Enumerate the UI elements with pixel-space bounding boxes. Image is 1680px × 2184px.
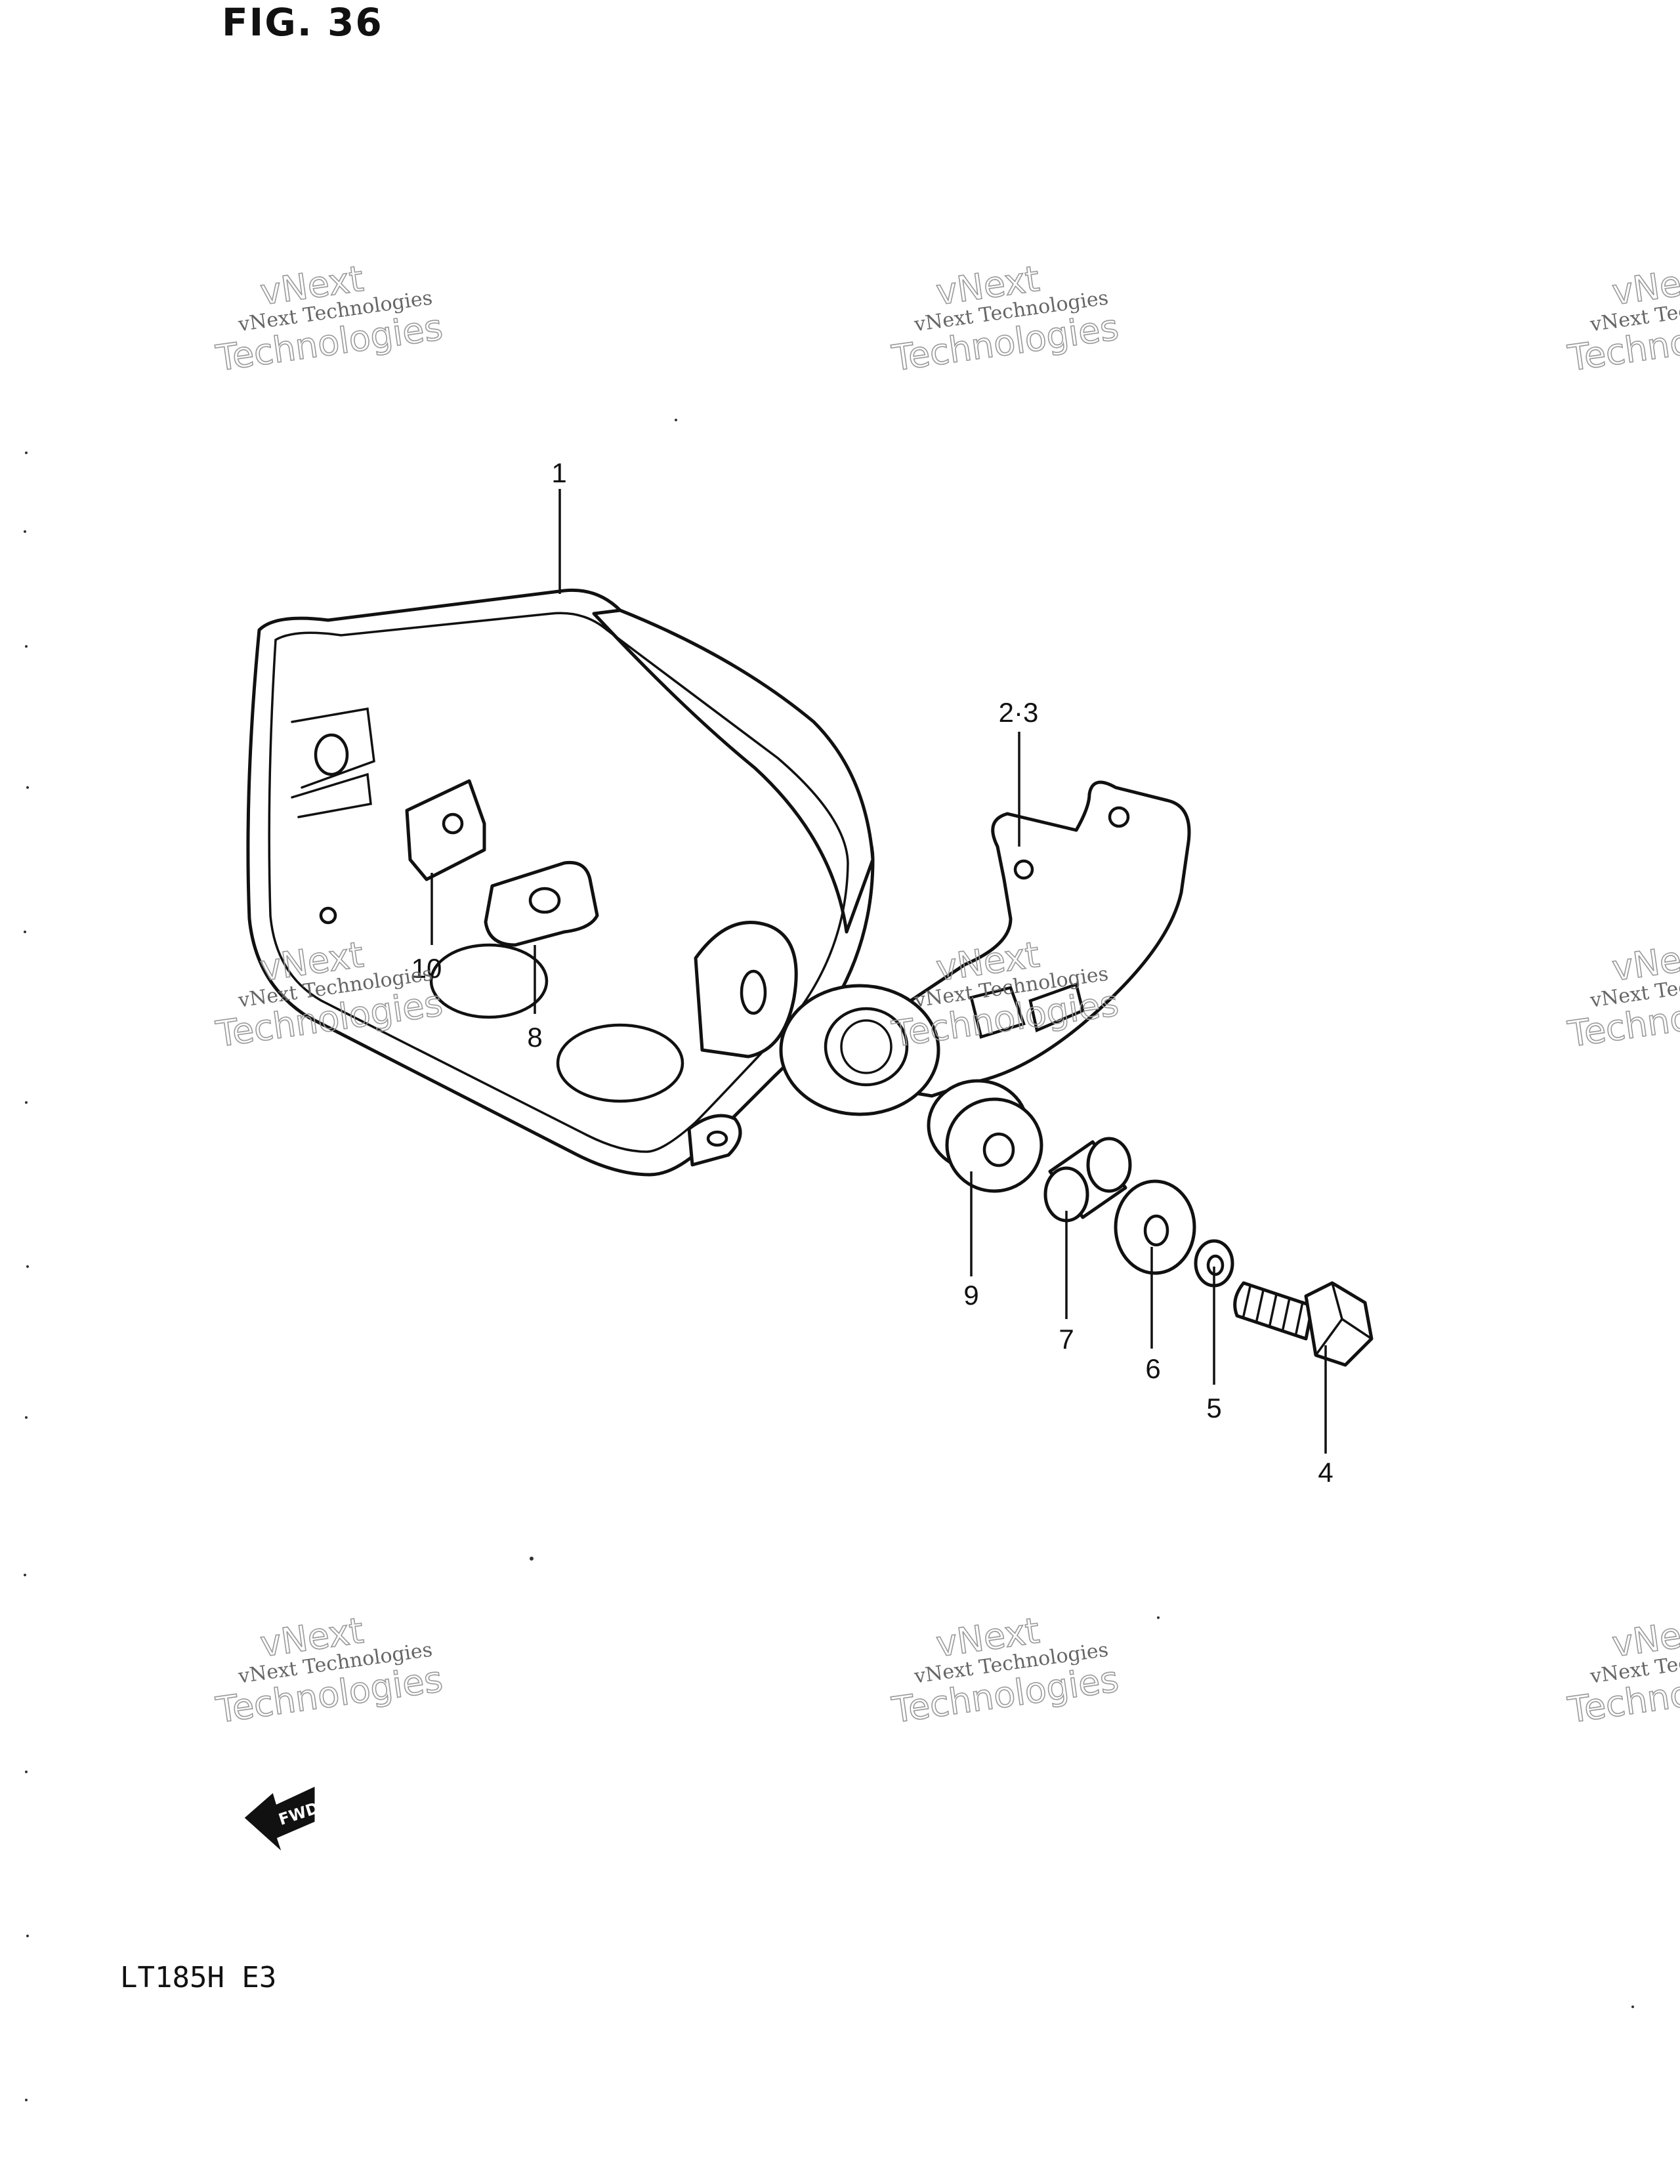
watermark: vNext vNext Technologies Technologies xyxy=(1564,933,1680,1055)
callout-7: 7 xyxy=(1059,1324,1074,1354)
watermark: vNext vNext Technologies Technologies xyxy=(213,257,446,379)
watermark: vNext vNext Technologies Technologies xyxy=(889,257,1122,379)
callout-6: 6 xyxy=(1145,1353,1160,1384)
leader-lines xyxy=(430,489,1327,1454)
callout-5: 5 xyxy=(1206,1393,1221,1423)
watermark: vNext vNext Technologies Technologies xyxy=(1564,1609,1680,1731)
figure-title: FIG. 36 xyxy=(222,0,383,45)
callout-10: 10 xyxy=(411,953,442,984)
part-4-bolt xyxy=(1233,1281,1374,1367)
part-6-washer xyxy=(1114,1179,1196,1275)
part-7-collar xyxy=(1043,1137,1132,1223)
watermark: vNext vNext Technologies Technologies xyxy=(213,1609,446,1731)
part-1-headlight-housing xyxy=(246,588,875,1177)
callout-1: 1 xyxy=(551,457,566,488)
callout-9: 9 xyxy=(963,1280,978,1311)
watermark: vNext vNext Technologies Technologies xyxy=(1564,257,1680,379)
callout-8: 8 xyxy=(527,1022,542,1053)
part-2-3-mounting-bracket xyxy=(779,780,1191,1116)
fwd-arrow-icon: FWD xyxy=(244,1786,321,1851)
callout-labels: 1 2·3 4 5 6 7 8 9 10 xyxy=(411,457,1334,1488)
callout-4: 4 xyxy=(1318,1457,1333,1488)
model-code: LT185H E3 xyxy=(120,1961,277,1994)
callout-2-3: 2·3 xyxy=(999,697,1039,728)
scan-speckles xyxy=(24,419,1634,2101)
watermark: vNext vNext Technologies Technologies xyxy=(889,1609,1122,1731)
part-9-grommet xyxy=(927,1079,1043,1193)
watermarks: vNext vNext Technologies Technologies vN… xyxy=(213,257,1680,1731)
